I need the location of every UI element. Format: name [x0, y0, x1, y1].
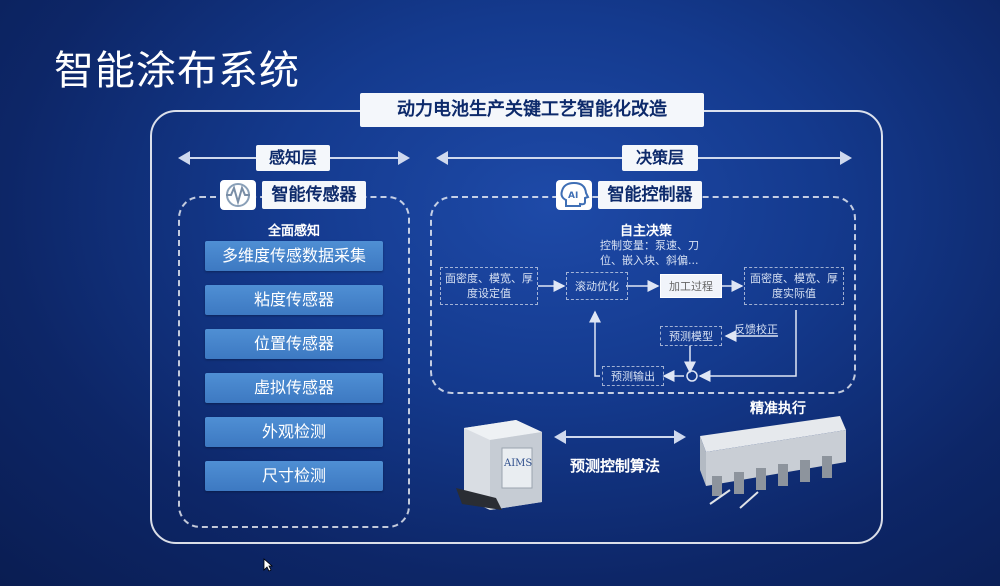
- mouse-cursor-icon: [263, 558, 273, 572]
- banner: 动力电池生产关键工艺智能化改造: [360, 93, 704, 127]
- node-prediction-model: 预测模型: [660, 326, 722, 346]
- decision-layer-label: 决策层: [622, 145, 698, 171]
- node-prediction-output: 预测输出: [602, 366, 664, 386]
- decision-sub-label: 自主决策: [620, 224, 673, 239]
- feedback-correction-label: 反馈校正: [734, 323, 778, 336]
- sensor-item-virtual: 虚拟传感器: [205, 373, 383, 403]
- sensor-item-position: 位置传感器: [205, 329, 383, 359]
- device-label: AIMS: [503, 458, 532, 469]
- controller-device-image: AIMS: [456, 420, 542, 510]
- page-title: 智能涂布系统: [54, 48, 300, 94]
- ai-icon-text: AI: [568, 191, 578, 201]
- coating-head-image: [700, 416, 846, 509]
- node-setpoint: 面密度、模宽、厚度设定值: [440, 267, 538, 305]
- algorithm-arrow: [554, 430, 686, 444]
- sensor-item-appearance: 外观检测: [205, 417, 383, 447]
- sensor-item-dimension: 尺寸检测: [205, 461, 383, 491]
- control-flow-diagram: [538, 280, 797, 382]
- node-actual-value: 面密度、模宽、厚度实际值: [744, 267, 844, 305]
- sensor-item-viscosity: 粘度传感器: [205, 285, 383, 315]
- ai-head-icon: AI: [556, 180, 592, 210]
- control-variables-text: 控制变量：泵速、刀位、嵌入块、斜偏...: [600, 239, 699, 267]
- smart-sensor-label: 智能传感器: [262, 181, 366, 209]
- node-process: 加工过程: [660, 274, 722, 298]
- execution-label: 精准执行: [750, 401, 806, 417]
- smart-controller-label: 智能控制器: [598, 181, 702, 209]
- sensor-item-data-collection: 多维度传感数据采集: [205, 241, 383, 271]
- node-rolling-optimization: 滚动优化: [566, 272, 628, 300]
- perception-sub-label: 全面感知: [268, 224, 321, 239]
- perception-layer-label: 感知层: [256, 145, 330, 171]
- algorithm-label: 预测控制算法: [570, 457, 661, 475]
- sensor-wave-icon: [220, 180, 256, 210]
